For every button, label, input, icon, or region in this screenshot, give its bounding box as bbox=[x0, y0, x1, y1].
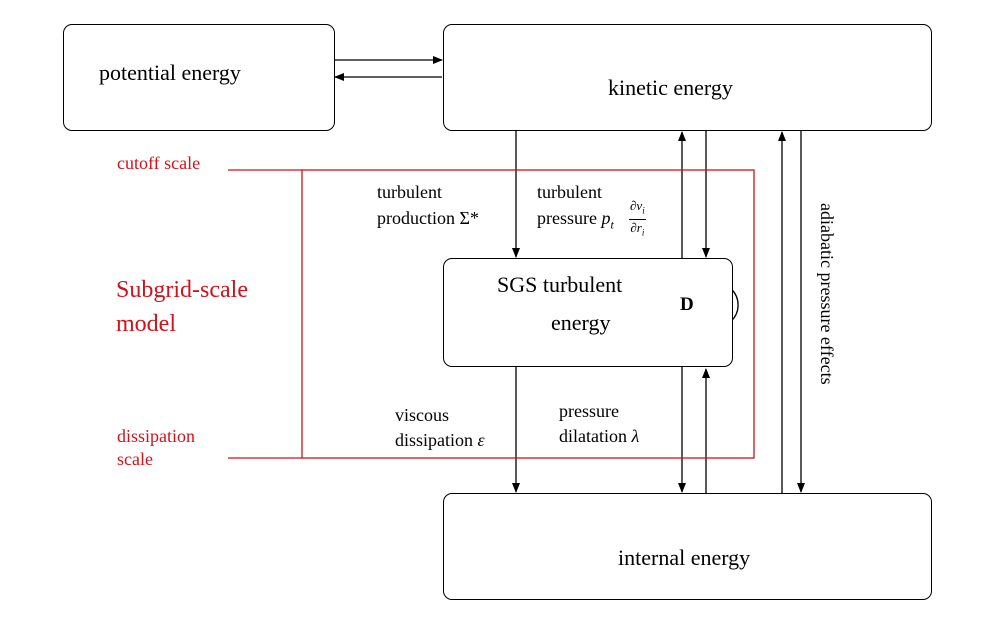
cutoff-scale-label: cutoff scale bbox=[117, 153, 201, 173]
pressure-fraction-numerator: ∂vi bbox=[629, 198, 646, 220]
production-label-line1: turbulent bbox=[377, 182, 442, 202]
dissipation-symbol: D bbox=[680, 294, 694, 315]
fraction-num-text: ∂v bbox=[630, 198, 643, 213]
viscous-word: dissipation bbox=[395, 430, 474, 450]
dilatation-word: dilatation bbox=[559, 426, 627, 446]
sgs-label-line1: SGS turbulent bbox=[497, 272, 623, 297]
adiabatic-pressure-label: adiabatic pressure effects bbox=[817, 203, 837, 385]
pressure-word: pressure bbox=[537, 208, 597, 228]
pressure-label-line1: turbulent bbox=[537, 182, 602, 202]
fraction-den-text: ∂r bbox=[630, 219, 642, 235]
pressure-fraction-denominator: ∂ri bbox=[629, 220, 646, 241]
dissipation-scale-label-line1: dissipation bbox=[117, 426, 196, 446]
potential-energy-box bbox=[63, 24, 335, 131]
production-label-line2: production Σ* bbox=[377, 208, 479, 228]
fraction-den-sub: i bbox=[641, 227, 645, 238]
subgrid-model-boundary bbox=[301, 169, 755, 459]
kinetic-energy-box bbox=[443, 24, 932, 131]
pressure-label-line2: pressure pt bbox=[537, 206, 614, 237]
internal-energy-label: internal energy bbox=[618, 545, 751, 570]
kinetic-energy-label: kinetic energy bbox=[608, 75, 733, 100]
epsilon-symbol: ε bbox=[477, 430, 485, 450]
dilatation-label-line1: pressure bbox=[559, 401, 619, 421]
internal-energy-box bbox=[443, 493, 932, 600]
pressure-fraction: ∂vi ∂ri bbox=[629, 198, 646, 240]
pressure-subscript: t bbox=[610, 217, 614, 232]
viscous-label-line1: viscous bbox=[395, 405, 449, 425]
lambda-symbol: λ bbox=[631, 426, 640, 446]
viscous-label-line2: dissipation ε bbox=[395, 428, 485, 452]
potential-energy-label: potential energy bbox=[99, 60, 241, 85]
dilatation-label-line2: dilatation λ bbox=[559, 424, 639, 448]
model-label-line2: model bbox=[116, 311, 176, 337]
sgs-label-line2: energy bbox=[551, 310, 611, 335]
pressure-symbol: p bbox=[601, 208, 611, 228]
dissipation-scale-label-line2: scale bbox=[117, 449, 153, 469]
sgs-turbulent-energy-box bbox=[443, 258, 733, 367]
fraction-num-sub: i bbox=[642, 205, 645, 216]
model-label-line1: Subgrid-scale bbox=[116, 277, 248, 303]
